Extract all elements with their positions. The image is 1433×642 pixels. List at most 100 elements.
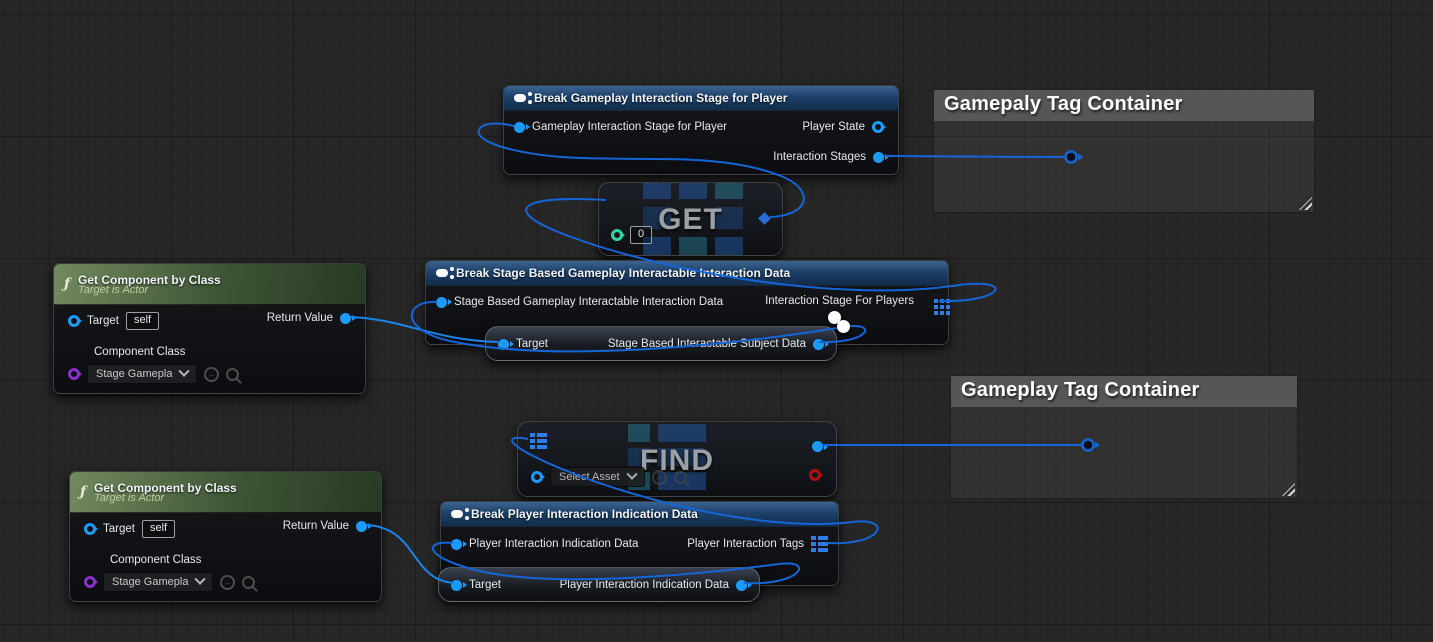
pin-row-target: Target	[498, 338, 548, 350]
comment-box-gameplay-tag-container[interactable]: Gameplay Tag Container	[950, 375, 1298, 499]
node-header[interactable]: ƒ Get Component by Class Target is Actor	[54, 264, 365, 305]
pin-label: Target	[103, 523, 135, 535]
output-pin-subject-data[interactable]	[813, 338, 824, 350]
target-pin[interactable]	[84, 523, 96, 535]
class-dropdown[interactable]: Stage Gamepla	[87, 364, 198, 384]
pin-row-component-class: Stage Gamepla ←	[68, 364, 240, 384]
pin-row-return-value: Return Value	[267, 312, 351, 324]
node-subtitle: Target is Actor	[94, 491, 165, 504]
return-value-pin[interactable]	[340, 312, 351, 324]
select-asset-dropdown[interactable]: Select Asset	[550, 467, 645, 487]
target-pin[interactable]	[498, 338, 509, 350]
map-output-pin-player-interaction-tags[interactable]	[811, 536, 828, 552]
pin-row-key: Select Asset ←	[531, 467, 687, 487]
use-selected-icon[interactable]: ←	[651, 469, 667, 485]
node-header[interactable]: Break Stage Based Gameplay Interactable …	[426, 261, 948, 286]
node-header[interactable]: Break Gameplay Interaction Stage for Pla…	[504, 86, 898, 111]
output-pin-interaction-stages[interactable]	[873, 151, 884, 163]
browse-icon[interactable]	[242, 575, 256, 589]
node-title: Break Gameplay Interaction Stage for Pla…	[534, 91, 788, 105]
select-asset-value: Select Asset	[559, 471, 620, 483]
class-dropdown-value: Stage Gamepla	[112, 576, 189, 588]
array-output-pin-interaction-stage-for-players[interactable]	[934, 299, 938, 303]
node-title: Get Component by Class	[94, 480, 237, 495]
pin-label: Player Interaction Tags	[687, 538, 804, 550]
input-pin-player-interaction-indication-data[interactable]	[451, 538, 462, 550]
found-output-pin[interactable]	[809, 469, 821, 481]
pin-label: Stage Based Gameplay Interactable Intera…	[454, 296, 724, 308]
node-get-component-by-class-top[interactable]: ƒ Get Component by Class Target is Actor…	[53, 263, 366, 394]
node-title: Break Stage Based Gameplay Interactable …	[456, 266, 791, 280]
cursor-dot-icon	[837, 320, 850, 333]
pin-row-index: 0	[611, 226, 653, 244]
component-class-pin[interactable]	[68, 368, 80, 380]
node-get-player-interaction-indication-data[interactable]: Target Player Interaction Indication Dat…	[438, 567, 760, 602]
pin-row-output: Player Interaction Indication Data	[560, 579, 747, 591]
node-title: Break Player Interaction Indication Data	[471, 507, 698, 521]
pin-row-output: Stage Based Interactable Subject Data	[608, 338, 824, 350]
component-class-label-row: Component Class	[94, 346, 185, 358]
target-pin[interactable]	[68, 315, 80, 327]
pin-row-input: Player Interaction Indication Data	[451, 538, 638, 550]
chevron-down-icon	[194, 573, 207, 585]
resize-grip-icon[interactable]	[1282, 483, 1295, 496]
index-pin[interactable]	[611, 229, 623, 241]
pin-label: Return Value	[266, 312, 333, 324]
pin-label: Interaction Stages	[773, 151, 866, 163]
key-pin[interactable]	[531, 471, 543, 483]
pin-row-target: Target self	[68, 312, 160, 330]
pin-label: Component Class	[110, 554, 202, 566]
comment-box-gamepaly-tag-container[interactable]: Gamepaly Tag Container	[933, 89, 1315, 213]
index-value-box[interactable]: 0	[630, 226, 653, 244]
pin-label: Target	[87, 315, 119, 327]
node-get-stage-based-interactable-subject-data[interactable]: Target Stage Based Interactable Subject …	[485, 326, 837, 361]
break-struct-icon	[451, 508, 469, 518]
resize-grip-icon[interactable]	[1299, 197, 1312, 210]
pin-label: Interaction Stage For Players	[765, 295, 914, 307]
pin-label: Stage Based Interactable Subject Data	[607, 338, 806, 350]
pin-label: Gameplay Interaction Stage for Player	[532, 121, 727, 133]
value-output-pin[interactable]	[812, 441, 823, 452]
pin-row-target: Target	[451, 579, 501, 591]
output-pin-indication-data[interactable]	[736, 579, 747, 591]
function-icon: ƒ	[64, 276, 71, 292]
input-pin-stage-based-data[interactable]	[436, 296, 447, 308]
pin-label: Player Interaction Indication Data	[559, 579, 729, 591]
function-icon: ƒ	[80, 484, 87, 500]
pin-row-component-class: Stage Gamepla ←	[84, 572, 256, 592]
pin-label: Target	[516, 338, 548, 350]
use-selected-icon[interactable]: ←	[204, 366, 220, 382]
class-dropdown[interactable]: Stage Gamepla	[103, 572, 214, 592]
node-array-get[interactable]: GET 0	[598, 182, 783, 256]
use-selected-icon[interactable]: ←	[220, 574, 236, 590]
target-value-box[interactable]: self	[125, 312, 160, 330]
node-map-find[interactable]: FIND Select Asset ←	[517, 421, 837, 497]
pin-row-input: Gameplay Interaction Stage for Player	[514, 121, 727, 133]
browse-icon[interactable]	[226, 367, 240, 381]
chevron-down-icon	[178, 365, 191, 377]
browse-icon[interactable]	[673, 470, 687, 484]
node-get-component-by-class-bottom[interactable]: ƒ Get Component by Class Target is Actor…	[69, 471, 382, 602]
component-class-label-row: Component Class	[110, 554, 201, 566]
break-struct-icon	[514, 92, 532, 102]
node-header[interactable]: ƒ Get Component by Class Target is Actor	[70, 472, 381, 513]
input-pin-gameplay-interaction-stage[interactable]	[514, 121, 525, 133]
array-input-pin-icon[interactable]	[610, 195, 623, 213]
node-break-gameplay-interaction-stage-for-player[interactable]: Break Gameplay Interaction Stage for Pla…	[503, 85, 899, 175]
pin-label: Player State	[802, 121, 865, 133]
pin-row-output: Interaction Stage For Players	[765, 295, 938, 307]
pin-row-output: Player Interaction Tags	[687, 536, 828, 552]
node-header[interactable]: Break Player Interaction Indication Data	[441, 502, 838, 527]
component-class-pin[interactable]	[84, 576, 96, 588]
output-pin-player-state[interactable]	[872, 121, 884, 133]
target-pin[interactable]	[451, 579, 462, 591]
pin-row-return-value: Return Value	[283, 520, 367, 532]
pin-label: Component Class	[94, 346, 186, 358]
comment-title[interactable]: Gamepaly Tag Container	[934, 90, 1314, 122]
return-value-pin[interactable]	[356, 520, 367, 532]
target-value-box[interactable]: self	[141, 520, 176, 538]
break-struct-icon	[436, 267, 454, 277]
comment-title[interactable]: Gameplay Tag Container	[951, 376, 1297, 408]
chevron-down-icon	[625, 468, 638, 480]
